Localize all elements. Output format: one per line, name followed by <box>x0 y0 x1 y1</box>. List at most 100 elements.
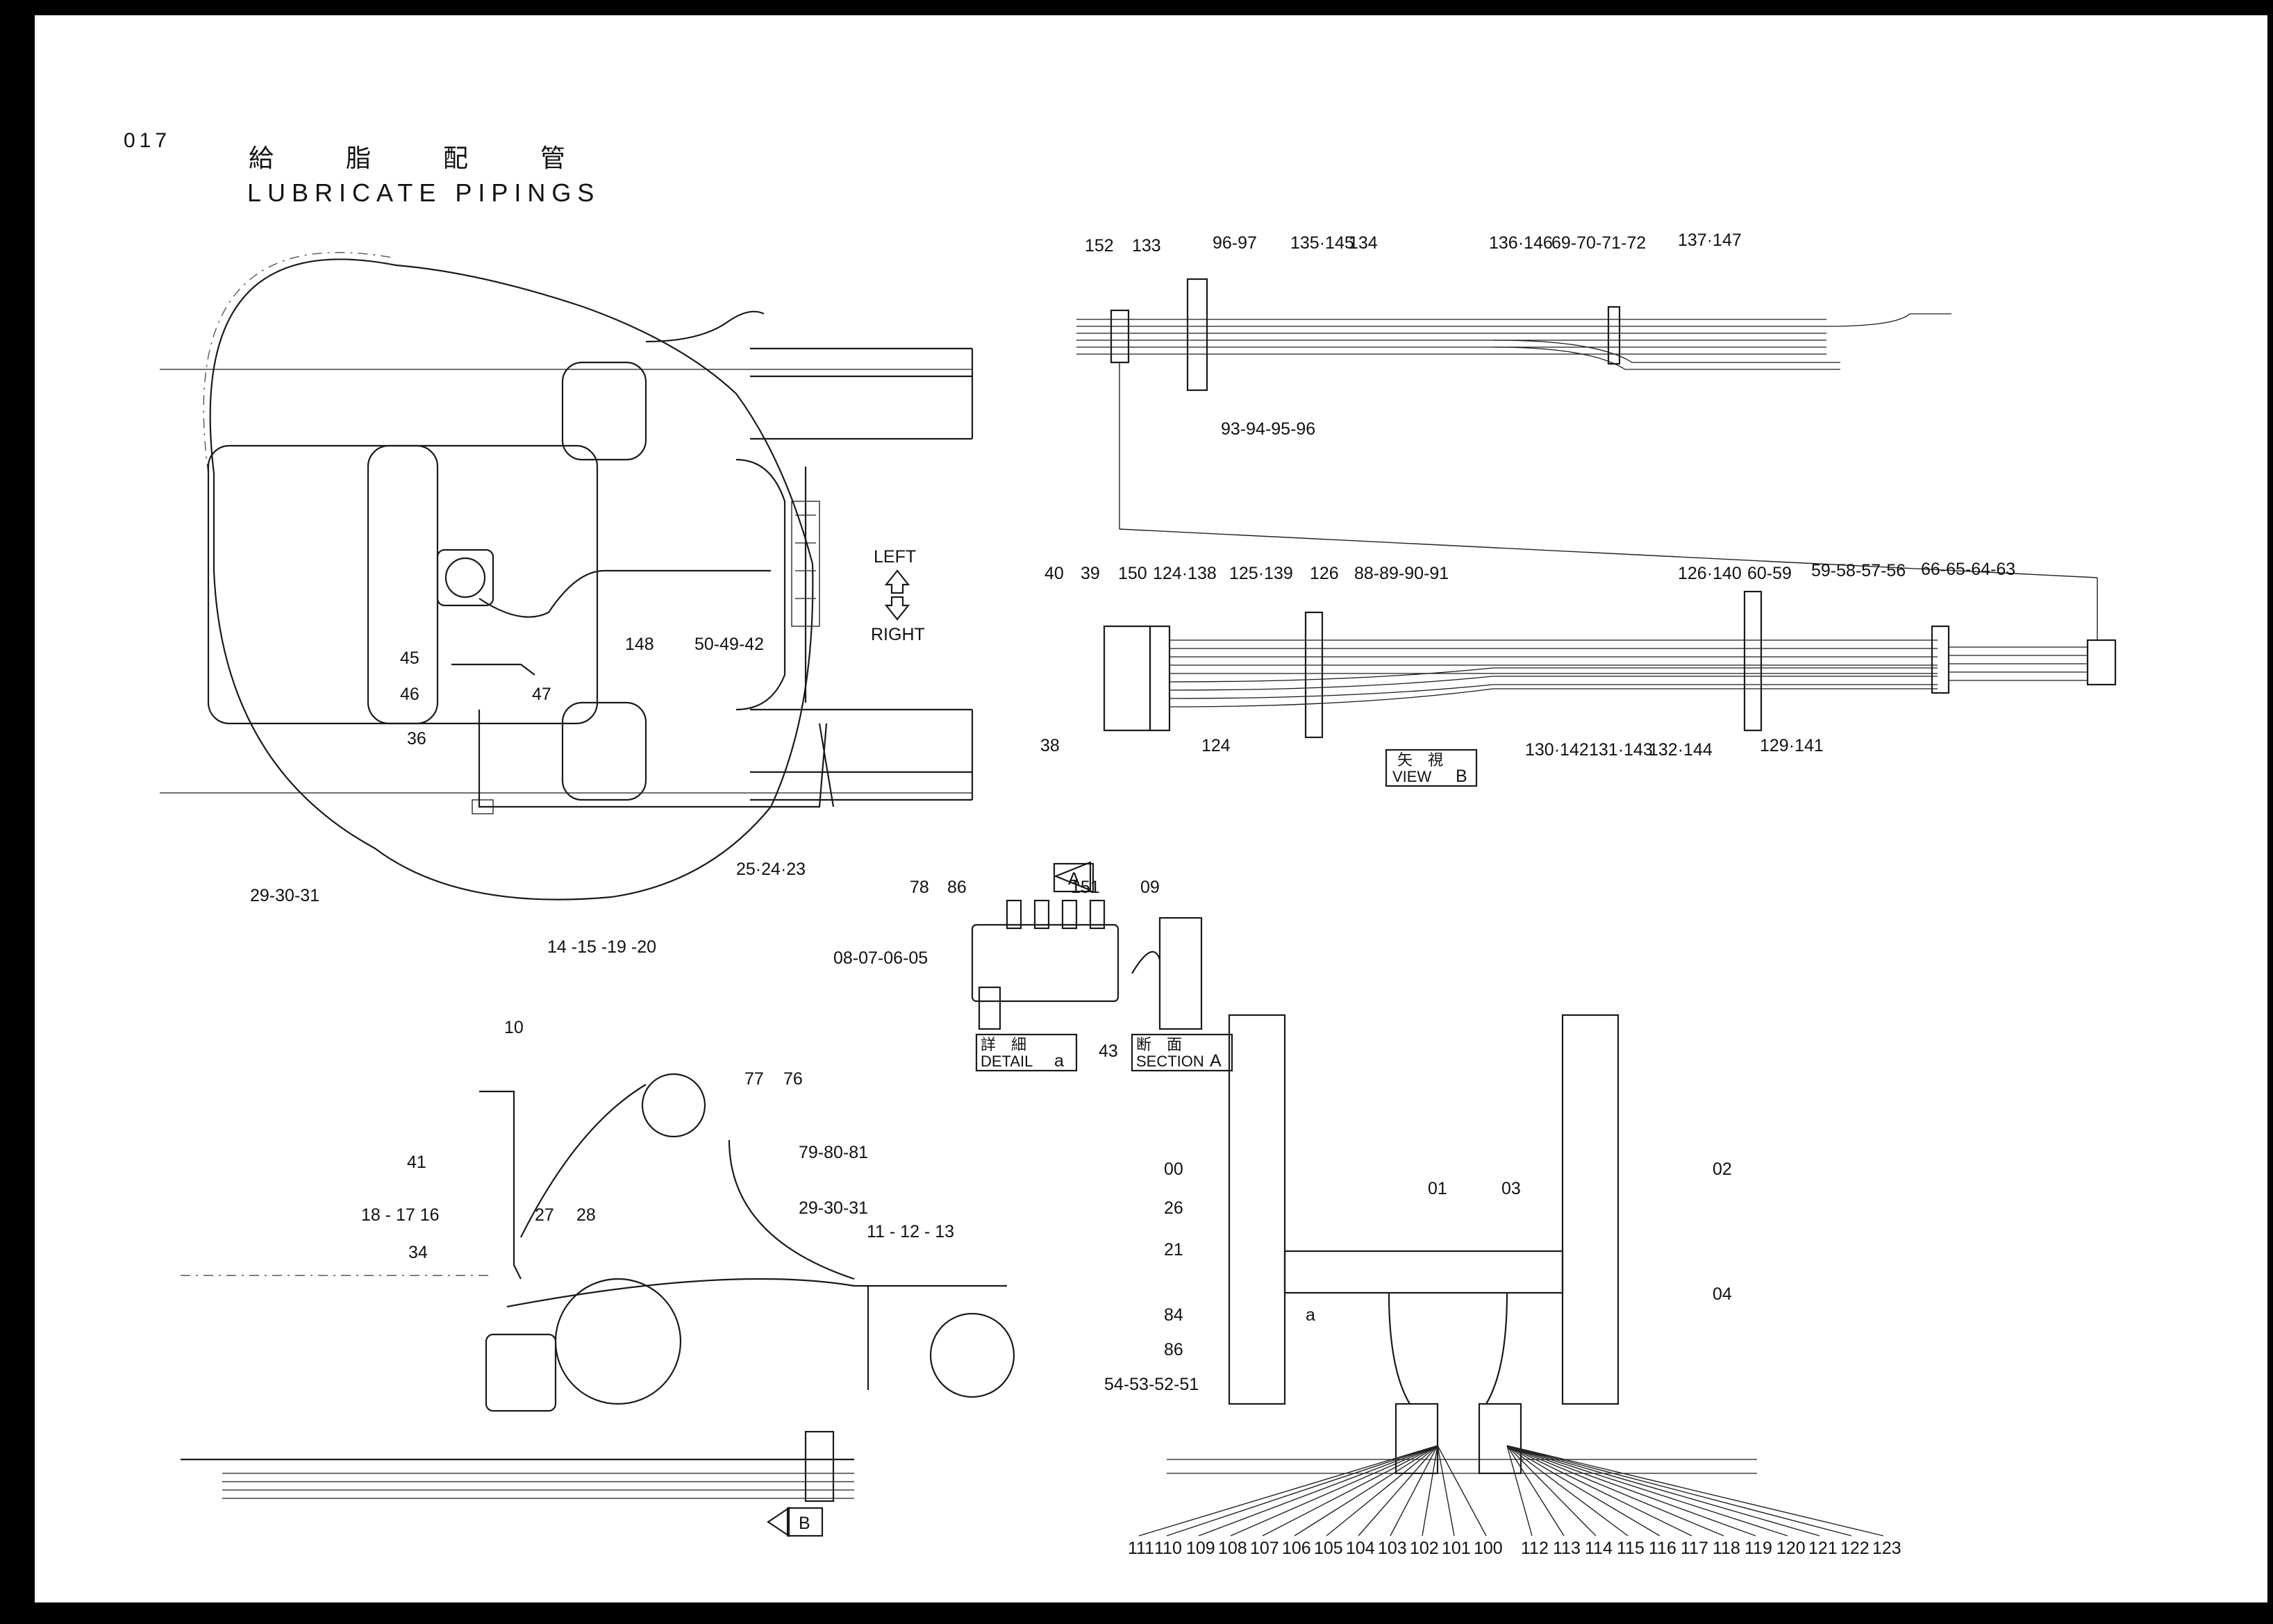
callout-label: 119 <box>1745 1539 1772 1558</box>
callout-label: 41 <box>407 1153 426 1172</box>
upper-hose-bundle <box>1076 278 1951 392</box>
callout-label: 134 <box>1349 233 1378 253</box>
bottom-row-right-labels: 112 113 114 115 116 117 118 119 120 121 … <box>1521 1539 1901 1558</box>
callout-label: 123 <box>1872 1539 1901 1558</box>
callout-label: 100 <box>1474 1539 1503 1558</box>
callout-label: 151 <box>1071 878 1100 897</box>
section-a-en: SECTION <box>1136 1053 1204 1070</box>
callout-label: 108 <box>1218 1539 1247 1558</box>
callout-label: a <box>1306 1305 1315 1325</box>
callout-label: 125·139 <box>1229 564 1293 583</box>
callout-label: 110 <box>1154 1539 1182 1558</box>
detail-a-jp: 詳 細 <box>981 1036 1026 1053</box>
section-a-fitting <box>1131 916 1203 1030</box>
section-a-jp: 断 面 <box>1136 1036 1182 1053</box>
callout-label: 43 <box>1099 1041 1118 1061</box>
detail-a-en: DETAIL <box>981 1053 1033 1070</box>
callout-label: 09 <box>1140 878 1160 897</box>
view-b-tag: 矢 視 VIEW B <box>1385 748 1478 787</box>
bottom-fan-leaders <box>1138 1445 1884 1537</box>
flag-b: B <box>767 1506 824 1538</box>
callout-label: 21 <box>1164 1240 1183 1259</box>
callout-label: 84 <box>1164 1305 1183 1325</box>
callout-label: 152 <box>1085 236 1114 256</box>
title-english: LUBRICATE PIPINGS <box>247 178 600 207</box>
callout-label: 124·138 <box>1153 564 1217 583</box>
side-elevation-view <box>181 1073 1015 1502</box>
callout-label: 01 <box>1428 1179 1447 1198</box>
view-b-en: VIEW <box>1392 768 1431 785</box>
callout-label: 88-89-90-91 <box>1354 564 1449 583</box>
callout-label: 135·145 <box>1290 233 1354 253</box>
callout-label: 114 <box>1585 1539 1613 1558</box>
section-view <box>1167 1014 1757 1475</box>
callout-label: 121 <box>1808 1539 1838 1558</box>
title-japanese: 給 脂 配 管 <box>249 144 589 172</box>
up-arrow-icon <box>884 569 910 594</box>
callout-label: 29-30-31 <box>799 1198 868 1218</box>
callout-label: 04 <box>1713 1284 1732 1304</box>
flag-a-letter: A <box>1068 869 1080 889</box>
callout-label: 124 <box>1201 736 1231 755</box>
page-number: 017 <box>124 129 171 152</box>
view-b-jp: 矢 視 <box>1397 751 1443 769</box>
callout-label: 03 <box>1501 1179 1521 1198</box>
callout-label: 34 <box>408 1243 428 1262</box>
callout-label: 79-80-81 <box>799 1143 868 1162</box>
left-right-direction-indicator: LEFT RIGHT <box>871 547 925 644</box>
callout-label: 00 <box>1164 1160 1183 1179</box>
callout-label: 113 <box>1553 1539 1581 1558</box>
right-label: RIGHT <box>871 625 925 644</box>
callout-label: 126·140 <box>1678 564 1742 583</box>
callout-label: 77 <box>744 1069 764 1089</box>
callout-label: 101 <box>1442 1539 1471 1558</box>
callout-label: 103 <box>1378 1539 1407 1558</box>
callout-label: 112 <box>1521 1539 1549 1558</box>
callout-label: 129·141 <box>1760 736 1824 755</box>
section-a-letter: A <box>1210 1051 1222 1071</box>
callout-label: 45 <box>400 648 419 668</box>
callout-label: 126 <box>1310 564 1339 583</box>
callout-label: 26 <box>1164 1198 1183 1218</box>
callout-label: 76 <box>783 1069 803 1089</box>
callout-label: 107 <box>1250 1539 1279 1558</box>
callout-label: 46 <box>400 685 419 704</box>
flag-a: A <box>1053 861 1094 893</box>
callout-label: 18 - 17 16 <box>361 1205 440 1225</box>
callout-label: 69-70-71-72 <box>1551 233 1646 253</box>
callout-label: 66-65-64-63 <box>1921 560 2015 579</box>
callout-label: 120 <box>1776 1539 1806 1558</box>
callout-label: 105 <box>1314 1539 1343 1558</box>
detail-a-letter: a <box>1054 1051 1064 1071</box>
callout-label: 39 <box>1081 564 1100 583</box>
callout-label: 150 <box>1118 564 1147 583</box>
callout-label: 111 <box>1128 1539 1154 1558</box>
view-b-letter: B <box>1456 767 1467 786</box>
callout-label: 78 <box>910 878 929 897</box>
callout-label: 47 <box>532 685 551 704</box>
callout-label: 96-97 <box>1213 233 1257 253</box>
callout-label: 117 <box>1681 1539 1708 1558</box>
callout-label: 137·147 <box>1678 231 1742 250</box>
detail-a-manifold <box>971 899 1119 1030</box>
callout-label: 36 <box>407 729 426 748</box>
callout-label: 130·142 <box>1525 740 1589 760</box>
callout-label: 54-53-52-51 <box>1104 1375 1199 1394</box>
callout-label: 102 <box>1410 1539 1439 1558</box>
callout-label: 14 -15 -19 -20 <box>547 937 656 957</box>
flag-b-letter: B <box>799 1514 810 1533</box>
section-a-tag: 断 面 SECTION A <box>1131 1033 1233 1072</box>
callout-label: 86 <box>947 878 967 897</box>
callout-label: 28 <box>576 1205 596 1225</box>
bottom-row-left-labels: 111 110 109 108 107 106 105 104 103 102 … <box>1128 1539 1503 1558</box>
callout-label: 29-30-31 <box>250 886 319 905</box>
callout-label: 10 <box>504 1018 524 1037</box>
callout-label: 109 <box>1186 1539 1215 1558</box>
callout-label: 132·144 <box>1649 740 1713 760</box>
callout-label: 104 <box>1346 1539 1375 1558</box>
lower-hose-bundle <box>1103 362 2117 739</box>
callout-label: 115 <box>1617 1539 1645 1558</box>
callout-label: 93-94-95-96 <box>1221 419 1315 439</box>
callout-label: 11 - 12 - 13 <box>867 1222 954 1241</box>
callout-label: 106 <box>1282 1539 1311 1558</box>
